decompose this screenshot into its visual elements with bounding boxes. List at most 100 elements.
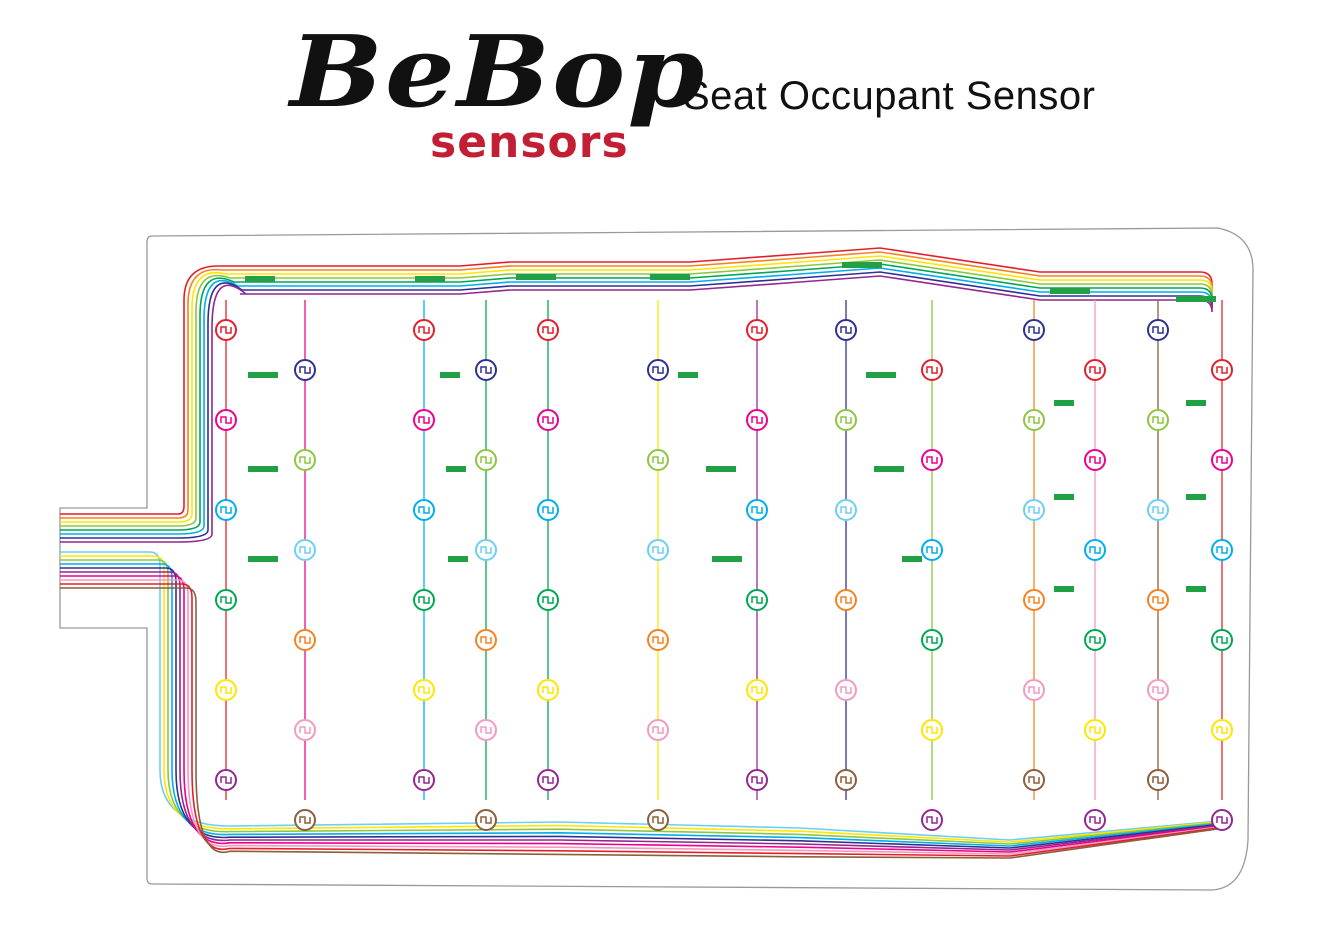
sensor-pad xyxy=(835,409,857,431)
sensor-pad-comb xyxy=(418,326,430,334)
bottom-trace xyxy=(60,555,1231,843)
sensor-pad-comb xyxy=(652,636,664,644)
sensor-pad-comb xyxy=(480,366,492,374)
sensor-pad-comb xyxy=(926,546,938,554)
sensor-pad-comb xyxy=(1152,596,1164,604)
sensor-pad xyxy=(537,319,559,341)
branch-traces xyxy=(225,300,1223,800)
sensor-pad-comb xyxy=(299,726,311,734)
connector-strip xyxy=(245,276,275,282)
sensor-pad xyxy=(1084,449,1106,471)
sensor-pad xyxy=(746,589,768,611)
connector-strip xyxy=(248,466,278,472)
connector-strip xyxy=(440,372,460,378)
sensor-pad xyxy=(413,409,435,431)
sensor-pad xyxy=(413,499,435,521)
sensor-pad xyxy=(647,449,669,471)
sensor-pad-comb xyxy=(926,366,938,374)
page-title: Seat Occupant Sensor xyxy=(683,74,1096,118)
sensor-pad xyxy=(1147,499,1169,521)
sensor-pad-comb xyxy=(480,546,492,554)
sensor-pad xyxy=(475,359,497,381)
sensor-pad xyxy=(215,589,237,611)
seat-outline xyxy=(59,227,1254,891)
sensor-pad xyxy=(1023,409,1045,431)
sensor-pad xyxy=(1023,319,1045,341)
sensor-pad-comb xyxy=(1089,546,1101,554)
sensor-pad-comb xyxy=(299,816,311,824)
sensor-pad-comb xyxy=(652,726,664,734)
sensor-pad-comb xyxy=(299,456,311,464)
sensor-pad-comb xyxy=(840,326,852,334)
connector-strip xyxy=(712,556,742,562)
sensor-pad-comb xyxy=(751,506,763,514)
sensor-pad-comb xyxy=(1152,686,1164,694)
connector-strip xyxy=(1050,288,1090,294)
sensor-pad-comb xyxy=(418,506,430,514)
sensor-pad xyxy=(1023,589,1045,611)
sensor-pad-comb xyxy=(1028,326,1040,334)
sensor-pad-comb xyxy=(480,636,492,644)
logo-subtitle: sensors xyxy=(430,117,629,168)
sensor-pad-comb xyxy=(751,686,763,694)
sensor-pad xyxy=(647,359,669,381)
connector-strip xyxy=(1054,586,1074,592)
sensor-pad-comb xyxy=(840,776,852,784)
sensor-pad-comb xyxy=(1216,456,1228,464)
connector-strip xyxy=(1176,296,1216,302)
sensor-pad xyxy=(921,719,943,741)
sensor-pad-comb xyxy=(418,686,430,694)
sensor-pad xyxy=(537,499,559,521)
sensor-pad xyxy=(294,359,316,381)
sensor-pad-comb xyxy=(926,636,938,644)
sensor-pad xyxy=(215,499,237,521)
sensor-pad-comb xyxy=(480,456,492,464)
sensor-pad-comb xyxy=(840,686,852,694)
sensor-pad xyxy=(835,679,857,701)
sensor-pad-comb xyxy=(840,416,852,424)
sensor-pad-comb xyxy=(1089,816,1101,824)
sensor-pad xyxy=(921,449,943,471)
sensor-pad xyxy=(921,809,943,831)
sensor-pad xyxy=(413,319,435,341)
sensor-pad xyxy=(746,769,768,791)
sensor-pad-comb xyxy=(1216,636,1228,644)
sensor-pad-comb xyxy=(1089,366,1101,374)
connector-strip xyxy=(866,372,896,378)
sensor-pad-comb xyxy=(1152,776,1164,784)
connector-strip xyxy=(678,372,698,378)
bottom-trace xyxy=(60,551,1231,841)
sensor-pads xyxy=(215,319,1233,831)
sensor-pad-comb xyxy=(926,456,938,464)
sensor-pad xyxy=(921,629,943,651)
connector-strip xyxy=(248,556,278,562)
sensor-pad xyxy=(921,359,943,381)
sensor-pad xyxy=(1084,629,1106,651)
sensor-pad-comb xyxy=(299,636,311,644)
sensor-pad xyxy=(1211,449,1233,471)
sensor-pad-comb xyxy=(1028,776,1040,784)
sensor-pad-comb xyxy=(418,776,430,784)
sensor-pad xyxy=(647,629,669,651)
sensor-pad-comb xyxy=(1089,726,1101,734)
sensor-pad-comb xyxy=(751,776,763,784)
sensor-pad xyxy=(921,539,943,561)
bottom-trace xyxy=(60,579,1231,855)
bottom-trace xyxy=(60,563,1231,847)
sensor-pad-comb xyxy=(1028,506,1040,514)
sensor-pad xyxy=(1211,539,1233,561)
sensor-pad-comb xyxy=(542,416,554,424)
sensor-pad-comb xyxy=(751,416,763,424)
sensor-pad xyxy=(647,719,669,741)
bebop-logo: BeBop sensors xyxy=(275,15,704,175)
sensor-pad-comb xyxy=(652,816,664,824)
connector-strip xyxy=(1054,494,1074,500)
sensor-pad xyxy=(1084,539,1106,561)
sensor-pad-comb xyxy=(299,366,311,374)
sensor-pad xyxy=(1023,679,1045,701)
bottom-trace xyxy=(60,587,1231,859)
bottom-trace xyxy=(60,575,1231,853)
sensor-pad-comb xyxy=(542,596,554,604)
sensor-pad xyxy=(215,769,237,791)
connector-strip xyxy=(706,466,736,472)
